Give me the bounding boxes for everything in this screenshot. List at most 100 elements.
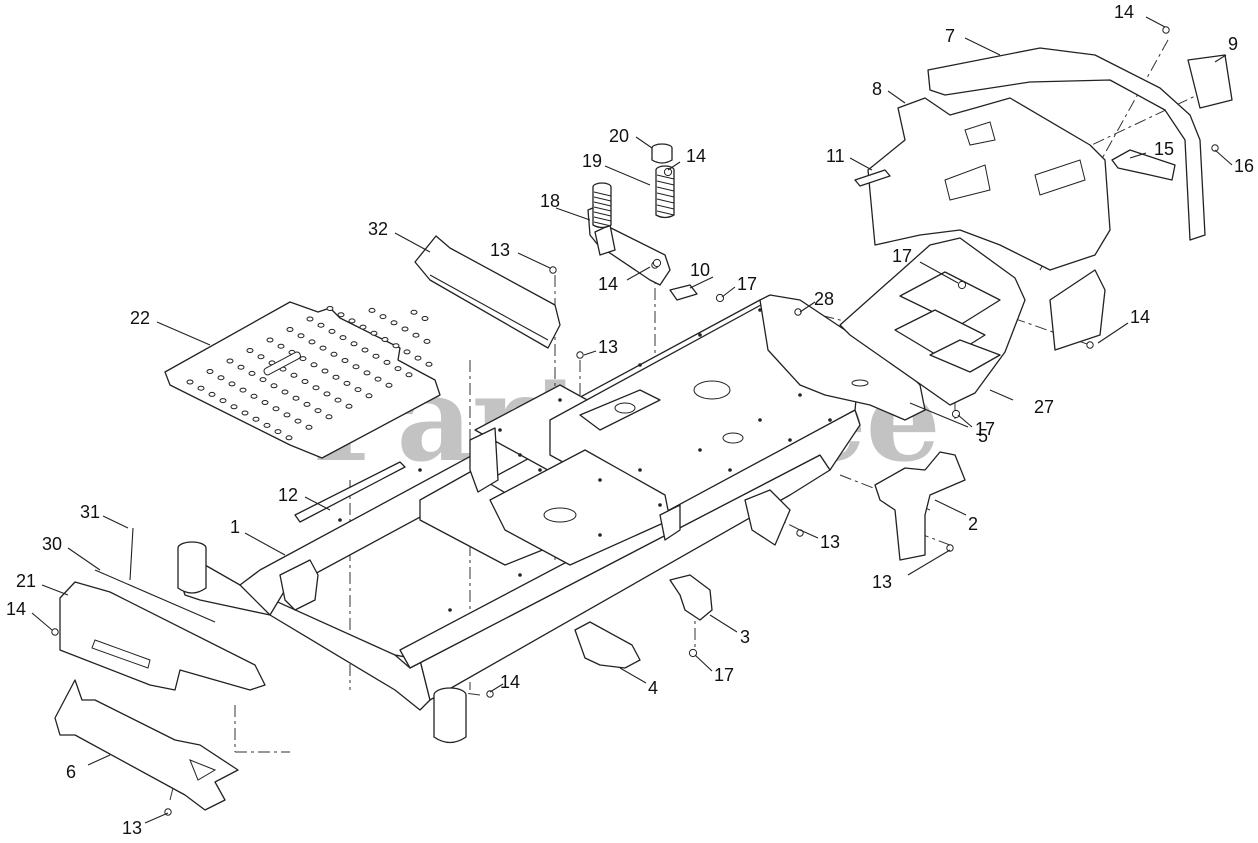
callout-18: 18 (540, 191, 560, 211)
hardware (51, 26, 1219, 816)
frame-holes (338, 308, 832, 612)
spring-coil (593, 191, 612, 197)
nut-icon (663, 167, 673, 177)
callout-14b: 14 (686, 146, 706, 166)
pin-31 (129, 527, 134, 581)
plate-hole (372, 353, 380, 359)
frame-hole (728, 468, 732, 472)
plate-hole (266, 337, 274, 343)
bolt-icon (796, 529, 804, 537)
spring-coil (656, 204, 675, 210)
floor-plate-22 (164, 301, 441, 459)
callout-28: 28 (814, 289, 834, 309)
plate-hole (321, 368, 329, 374)
plate-hole (412, 332, 420, 338)
side-panel-5 (759, 294, 926, 421)
callout-32: 32 (368, 219, 388, 239)
plate-hole (219, 398, 227, 404)
callout-4: 4 (648, 678, 658, 698)
plate-hole (314, 408, 322, 414)
plate-hole (226, 358, 234, 364)
plate-hole (197, 385, 205, 391)
callout-14d: 14 (1130, 307, 1150, 327)
frame-hole (698, 333, 702, 337)
plate-hole (401, 326, 409, 332)
nut-icon (957, 280, 967, 290)
spring-coil (656, 198, 675, 204)
callout-7: 7 (945, 26, 955, 46)
callout-13d: 13 (872, 572, 892, 592)
plate-hole (246, 348, 254, 353)
frame-hole (558, 398, 562, 402)
bolt-icon (946, 544, 954, 552)
plate-hole (274, 429, 282, 435)
plate-hole (257, 354, 265, 360)
spring-coil (593, 216, 612, 222)
plate-hole (306, 316, 314, 322)
plate-hole (325, 414, 333, 420)
bracket-15 (1111, 149, 1176, 181)
plate-hole (390, 320, 398, 326)
plate-hole (350, 341, 358, 347)
seat-bracket-18 (587, 204, 671, 286)
plate-hole (241, 410, 249, 416)
callout-12: 12 (278, 485, 298, 505)
frame-hole (828, 418, 832, 422)
callout-13a: 13 (490, 240, 510, 260)
bolt-icon (1162, 26, 1170, 34)
frame-hole (518, 573, 522, 577)
callout-17a: 17 (737, 274, 757, 294)
bumper-20 (651, 143, 673, 164)
callout-3: 3 (740, 627, 750, 647)
plate-hole (286, 327, 294, 332)
frame-hole (498, 428, 502, 432)
plate-hole (403, 349, 411, 355)
callout-17b: 17 (892, 246, 912, 266)
bracket-2 (874, 451, 966, 561)
plate-hole (385, 382, 393, 388)
nut-icon (715, 293, 725, 303)
plate-hole (297, 333, 305, 339)
plate-hole (312, 385, 320, 391)
callout-17d: 17 (714, 665, 734, 685)
plate-hole (363, 370, 371, 376)
plate-hole (281, 389, 289, 395)
plate-hole (217, 375, 225, 381)
plate-hole (345, 403, 353, 409)
plate-hole (263, 422, 271, 428)
plate-hole (301, 379, 309, 384)
callout-14e: 14 (500, 672, 520, 692)
leader-lines (31, 16, 1233, 824)
callout-19: 19 (582, 151, 602, 171)
plate-hole (277, 343, 285, 349)
callout-16: 16 (1234, 156, 1254, 176)
plate-hole (250, 393, 258, 399)
plate-hole (308, 339, 316, 345)
plate-hole (299, 356, 307, 362)
bolt-icon (1211, 144, 1219, 152)
plate-hole (370, 330, 378, 336)
bolt-icon (794, 308, 802, 316)
main-frame-1 (177, 299, 861, 744)
plate-hole (343, 380, 351, 386)
frame-hole (658, 503, 662, 507)
seat-pan-8 (867, 97, 1111, 351)
nut-icon (951, 409, 961, 419)
decal-11 (854, 169, 891, 187)
frame-hole (788, 438, 792, 442)
plate-hole (248, 370, 256, 376)
callout-9: 9 (1228, 34, 1238, 54)
callout-14c: 14 (598, 274, 618, 294)
callout-6: 6 (66, 762, 76, 782)
plate-hole (352, 364, 360, 370)
plate-hole (405, 372, 413, 378)
plate-hole (374, 376, 382, 382)
plate-hole (354, 387, 362, 393)
plate-hole (421, 316, 429, 321)
plate-hole (294, 418, 302, 424)
plate-hole (365, 393, 373, 399)
plate-hole (414, 355, 422, 361)
plate-hole (425, 361, 433, 367)
callout-2: 2 (968, 514, 978, 534)
plate-hole (319, 345, 327, 351)
